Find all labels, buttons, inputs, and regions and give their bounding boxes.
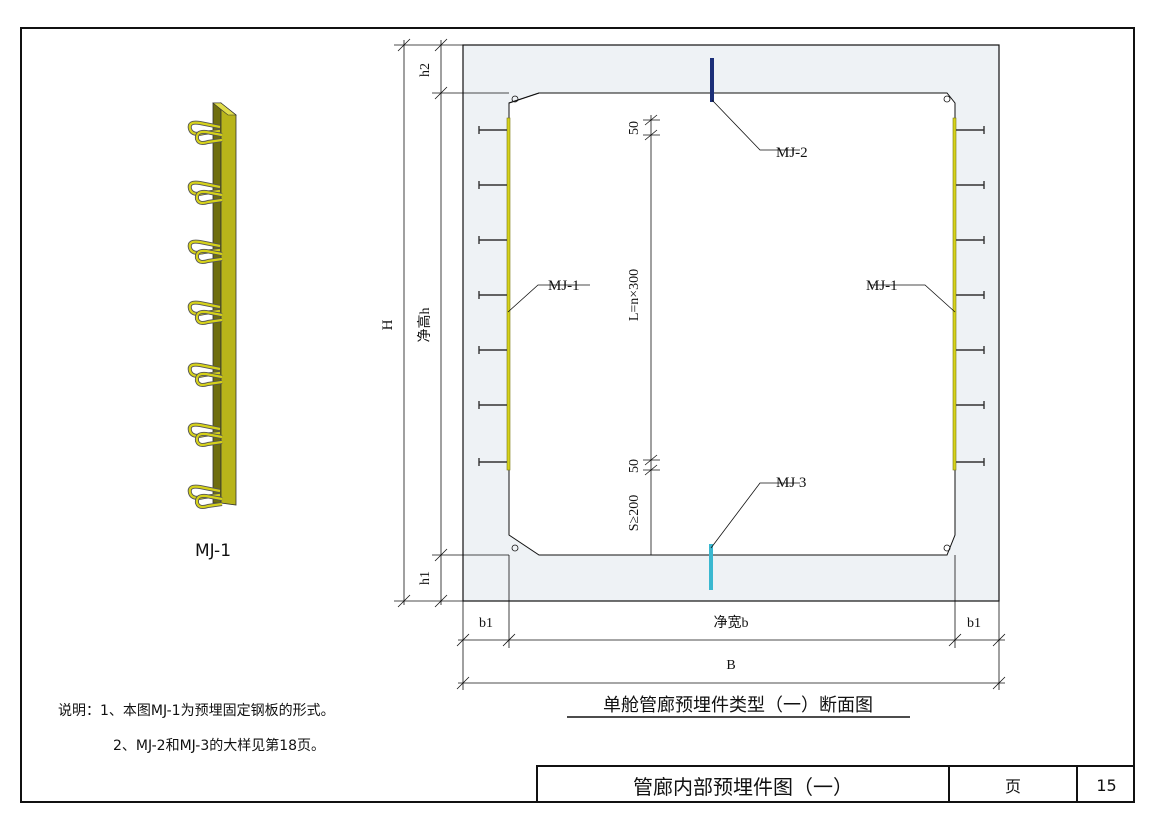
mj2-label: MJ-2	[776, 145, 808, 161]
dim-h2: h2	[418, 63, 433, 77]
dim-clear-width: 净宽b	[714, 614, 749, 631]
anchor-loop	[187, 484, 223, 509]
title-block-divider	[1076, 767, 1078, 803]
mj2-embed	[710, 58, 714, 102]
dim-S: S≥200	[627, 495, 642, 531]
note-line-1: 说明：1、本图MJ-1为预埋固定钢板的形式。	[58, 703, 335, 719]
drawing-frame	[20, 27, 1135, 803]
dim-top-50: 50	[627, 121, 642, 135]
anchor-loop	[187, 239, 223, 264]
dim-H: H	[380, 319, 396, 330]
mj1-left-studs	[478, 126, 507, 466]
dim-bottom-50: 50	[627, 459, 642, 473]
drawing-title: 管廊内部预埋件图（一）	[633, 774, 853, 799]
mj1-detail-drawing: MJ-1	[187, 102, 237, 561]
left-vertical-dimensions	[394, 38, 509, 608]
mj3-leader	[710, 482, 800, 549]
inner-chamber	[508, 92, 956, 556]
mj3-embed	[709, 544, 713, 590]
section-title: 单舱管廊预埋件类型（一）断面图	[603, 695, 873, 716]
mj1-left-plate	[506, 117, 511, 471]
mj1-detail-anchors	[187, 120, 223, 509]
page-number: 15	[1096, 775, 1117, 795]
title-block: 管廊内部预埋件图（一） 页 15	[536, 765, 1135, 803]
title-block-divider	[948, 767, 950, 803]
note-line-2: 2、MJ-2和MJ-3的大样见第18页。	[113, 738, 326, 754]
corner-mark	[511, 544, 519, 552]
mj3-label: MJ 3	[776, 475, 806, 491]
section-drawing: MJ-2 MJ 3 MJ-1 MJ-1 50 L=n×300 50 S≥200	[380, 38, 1006, 718]
dim-h1: h1	[418, 571, 433, 585]
inner-vertical-dimension	[643, 114, 660, 555]
dim-b1-left: b1	[479, 616, 493, 631]
anchor-loop	[187, 120, 223, 145]
bottom-horizontal-dimensions	[456, 555, 1006, 690]
page-label: 页	[1004, 777, 1021, 796]
dim-B: B	[726, 658, 735, 673]
mj1-right-label: MJ-1	[866, 278, 898, 294]
anchor-loop	[187, 362, 223, 387]
mj1-left-label: MJ-1	[548, 278, 580, 294]
anchor-loop	[187, 422, 223, 447]
mj1-right-plate	[952, 117, 957, 471]
mj1-detail-label: MJ-1	[195, 541, 231, 561]
mj2-leader	[711, 99, 800, 151]
corner-mark	[943, 544, 951, 552]
mj1-right-studs	[956, 126, 985, 466]
dim-L: L=n×300	[627, 269, 642, 321]
anchor-loop	[187, 180, 223, 205]
dim-b1-right: b1	[967, 616, 981, 631]
mj1-right-leader	[870, 284, 956, 313]
corner-mark	[511, 95, 519, 103]
anchor-loop	[187, 300, 223, 325]
corner-mark	[943, 95, 951, 103]
dim-clear-height: 净高h	[416, 308, 433, 343]
mj1-left-leader	[507, 284, 590, 313]
